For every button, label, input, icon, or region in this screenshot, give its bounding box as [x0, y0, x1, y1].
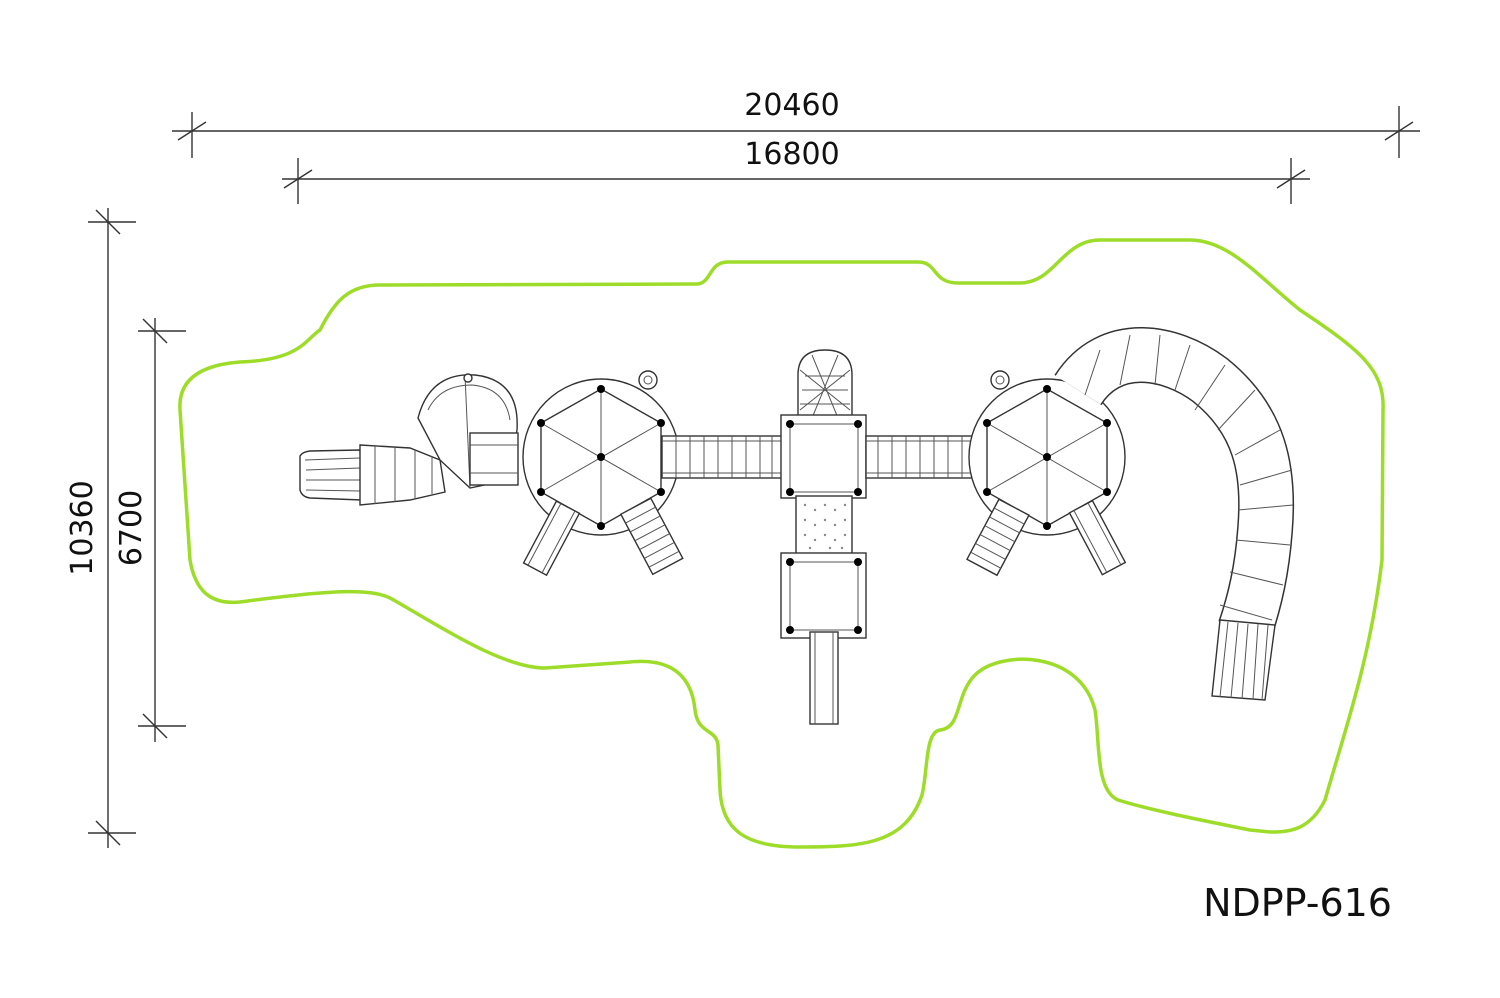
left-bridge: [661, 435, 783, 479]
left-hex-tower: [522, 370, 684, 577]
equipment-width-label: 16800: [744, 137, 839, 172]
central-tower: [780, 349, 867, 725]
left-slide: [299, 373, 519, 506]
dimension-equipment-depth: 6700: [114, 318, 186, 742]
safety-zone-outline: [178, 238, 1385, 849]
overall-depth-label: 10360: [65, 480, 100, 575]
dimension-overall-width: 20460: [172, 88, 1420, 158]
model-code-label: NDPP-616: [1203, 881, 1392, 925]
dimension-overall-depth: 10360: [65, 208, 136, 848]
right-hex-tower: [966, 370, 1127, 577]
equipment-depth-label: 6700: [114, 490, 149, 566]
right-tube-slide: [1054, 327, 1295, 701]
overall-width-label: 20460: [744, 88, 839, 123]
dimension-equipment-width: 16800: [282, 137, 1310, 204]
right-bridge: [865, 435, 987, 479]
